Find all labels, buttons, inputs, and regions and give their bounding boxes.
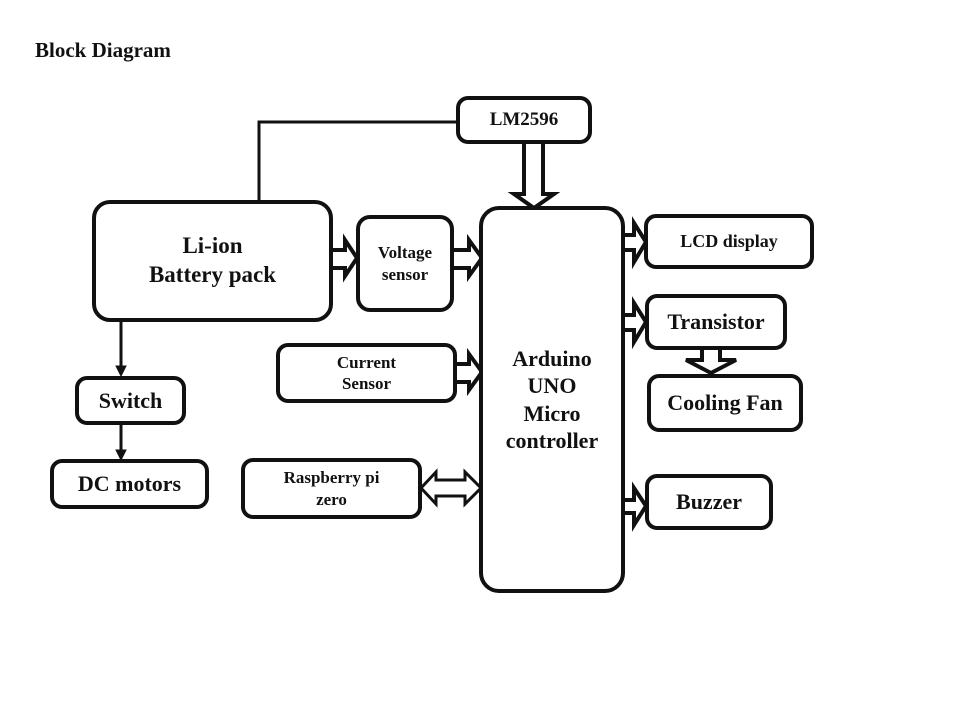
lm2596-label: LM2596 [489,109,559,131]
battery-block: Li-ion Battery pack [92,200,333,322]
arduino-transistor-arrow [624,296,649,350]
arduino-label: Arduino UNO Micro controller [505,345,599,454]
dc-motors-label: DC motors [77,471,182,497]
transistor-block: Transistor [645,294,787,350]
switch-dc-arrowhead [115,449,127,462]
lm2596-block: LM2596 [456,96,592,144]
lcd-block: LCD display [644,214,814,269]
cooling-fan-block: Cooling Fan [647,374,803,432]
voltage-sensor-block: Voltage sensor [356,215,454,312]
transistor-label: Transistor [667,309,765,335]
switch-block: Switch [75,376,186,425]
battery-label: Li-ion Battery pack [148,233,277,287]
arduino-buzzer-arrow [624,481,649,532]
current-sensor-label: Current Sensor [336,352,397,393]
lcd-label: LCD display [680,231,778,252]
dc-motors-block: DC motors [50,459,209,509]
current-sensor-block: Current Sensor [276,343,457,403]
battery-switch-arrowhead [115,365,127,378]
arduino-lcd-arrow [624,216,649,270]
transistor-fan-arrow [685,349,737,376]
switch-label: Switch [98,387,163,413]
cooling-fan-label: Cooling Fan [667,390,783,416]
lm2596-arduino-arrow [507,143,561,211]
buzzer-block: Buzzer [645,474,773,530]
raspberry-block: Raspberry pi zero [241,458,422,519]
diagram-title: Block Diagram [35,38,171,62]
arduino-block: Arduino UNO Micro controller [479,206,625,593]
raspberry-arduino-double-arrow [418,468,484,508]
battery-voltage-arrow [333,233,360,283]
battery-lm2596-line [257,120,458,200]
voltage-arduino-arrow [454,233,485,283]
raspberry-label: Raspberry pi zero [283,468,380,509]
buzzer-label: Buzzer [676,489,742,515]
voltage-sensor-label: Voltage sensor [377,243,433,284]
